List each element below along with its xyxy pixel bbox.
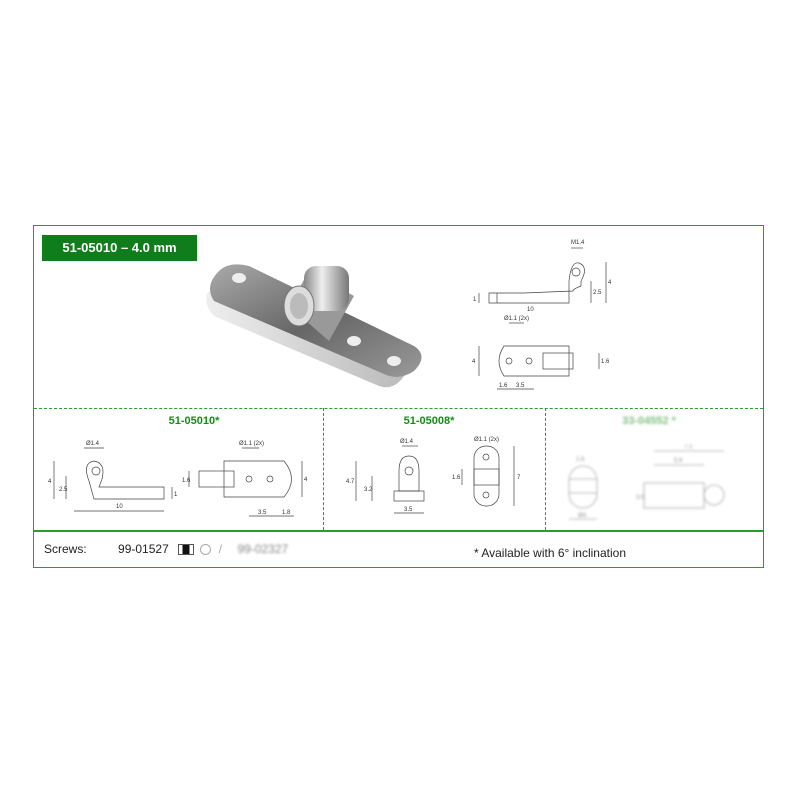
dimension-label: 4 bbox=[48, 479, 52, 485]
dim-h25: 2.5 bbox=[593, 290, 602, 296]
dimension-label: 3.2 bbox=[364, 487, 373, 493]
dim-width: 4 bbox=[472, 359, 476, 365]
dimension-label: 4 bbox=[304, 477, 308, 483]
dimension-label: 1.6 bbox=[576, 457, 585, 463]
dim-hole: Ø1.1 (2x) bbox=[504, 316, 529, 322]
inclination-note: * Available with 6° inclination bbox=[474, 546, 627, 560]
variant-title: 51-05008* bbox=[403, 415, 455, 427]
screw-part-2: 99-02327 bbox=[237, 542, 289, 556]
product-sheet: 51-05010 – 4.0 mm M1.4 1 10 bbox=[33, 225, 764, 568]
dimension-label: 3.5 bbox=[636, 495, 645, 501]
dimension-label: 5.6 bbox=[674, 458, 683, 464]
dimension-label: 1.8 bbox=[282, 510, 291, 516]
dim-tab: 1.6 bbox=[601, 359, 610, 365]
variant-1-drawing: Ø1.4 4 2.5 10 1 Ø1.1 (2x) 1.6 4 3.5 1.8 bbox=[48, 441, 308, 517]
divider bbox=[323, 408, 324, 530]
dimension-label: 1 bbox=[174, 492, 178, 498]
dimension-label: 1.6 bbox=[182, 478, 191, 484]
dim-h1: 1 bbox=[473, 297, 477, 303]
screw-head-icon bbox=[200, 544, 212, 555]
dimension-label: Ø1.4 bbox=[86, 441, 100, 447]
dim-length: 10 bbox=[527, 307, 534, 311]
dimension-label: Ø4 bbox=[578, 513, 587, 519]
variant-title: 33-04552 * bbox=[622, 415, 676, 427]
variant-title: 51-05010* bbox=[168, 415, 220, 427]
dimension-label: Ø1.1 (2x) bbox=[474, 437, 499, 443]
dim-d16: 1.6 bbox=[499, 383, 508, 389]
screws-label: Screws: bbox=[44, 542, 87, 556]
dimension-label: 1.6 bbox=[452, 475, 461, 481]
main-top-drawing: Ø1.1 (2x) 4 1.6 1.6 3.5 bbox=[472, 316, 610, 390]
main-side-drawing: M1.4 1 10 2.5 4 bbox=[473, 240, 612, 311]
dimension-label: 4.7 bbox=[346, 479, 355, 485]
separator: / bbox=[218, 542, 223, 556]
product-render bbox=[206, 264, 422, 388]
dimension-label: 7.1 bbox=[684, 444, 693, 450]
screw-part-1: 99-01527 bbox=[118, 542, 169, 556]
dimension-label: 3.5 bbox=[258, 510, 267, 516]
dimension-label: 2.5 bbox=[59, 487, 68, 493]
title-badge: 51-05010 – 4.0 mm bbox=[42, 235, 197, 261]
dimension-label: 10 bbox=[116, 504, 123, 510]
divider bbox=[34, 530, 763, 532]
screws-row: Screws: 99-01527 / 99-02327 bbox=[44, 542, 288, 556]
screw-icon bbox=[178, 544, 195, 555]
dimension-label: 3.5 bbox=[404, 507, 413, 513]
dim-h4: 4 bbox=[608, 280, 612, 286]
dim-thread: M1.4 bbox=[571, 240, 585, 246]
dim-d35: 3.5 bbox=[516, 383, 525, 389]
divider bbox=[545, 408, 546, 530]
divider bbox=[34, 408, 763, 409]
dimension-label: 7 bbox=[517, 475, 521, 481]
dimension-label: Ø1.4 bbox=[400, 439, 414, 445]
variant-2-drawing: Ø1.4 4.7 3.2 3.5 Ø1.1 (2x) 1.6 7 bbox=[346, 437, 521, 514]
variant-3-drawing: 1.6 7.1 5.6 3.5 Ø4 bbox=[568, 444, 725, 520]
dimension-label: Ø1.1 (2x) bbox=[239, 441, 264, 447]
